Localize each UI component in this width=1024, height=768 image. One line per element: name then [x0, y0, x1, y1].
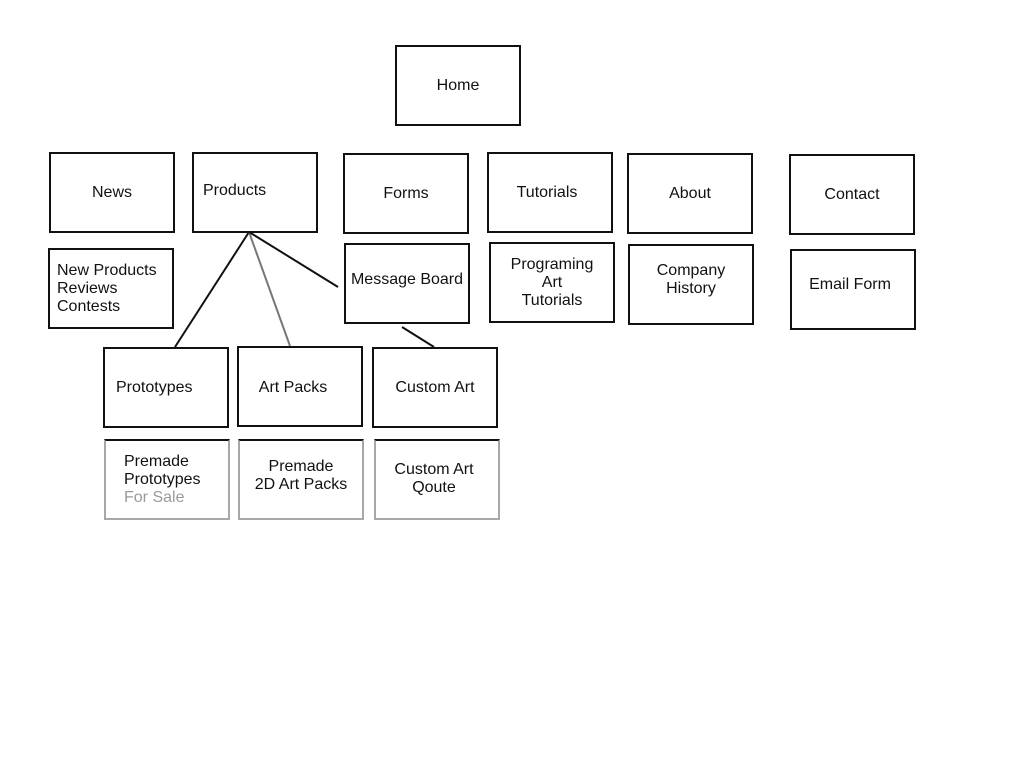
about-detail-box: Company History — [628, 244, 754, 325]
art-packs-detail-line: 2D Art Packs — [254, 476, 348, 493]
art-packs-detail-box: Premade 2D Art Packs — [238, 439, 364, 520]
about-box: About — [627, 153, 753, 234]
prototypes-detail-line-faded: For Sale — [124, 489, 185, 506]
custom-art-detail-box: Custom Art Qoute — [374, 439, 500, 520]
news-detail-line: Reviews — [57, 279, 118, 297]
about-detail-line: History — [666, 280, 716, 297]
home-label: Home — [436, 76, 480, 94]
contact-label: Contact — [824, 185, 880, 203]
art-packs-detail-line: Premade — [268, 458, 334, 475]
prototypes-box: Prototypes — [103, 347, 229, 428]
art-packs-label: Art Packs — [258, 379, 328, 396]
connector-products-message-board — [248, 231, 339, 288]
tutorials-detail-box: Programing Art Tutorials — [489, 242, 615, 323]
about-detail-line: Company — [656, 262, 726, 279]
prototypes-detail-line: Prototypes — [124, 471, 201, 488]
connector-products-prototypes — [174, 231, 250, 348]
custom-art-detail-line: Custom Art — [394, 461, 474, 478]
tutorials-label: Tutorials — [516, 183, 578, 201]
contact-box: Contact — [789, 154, 915, 235]
news-label: News — [91, 183, 132, 201]
forms-label: Forms — [383, 184, 429, 202]
custom-art-detail-line: Qoute — [412, 479, 456, 496]
news-detail-line: Contests — [57, 297, 121, 315]
prototypes-detail-line: Premade — [124, 453, 189, 470]
message-board-box: Message Board — [344, 243, 470, 324]
tutorials-box: Tutorials — [487, 152, 613, 233]
prototypes-label: Prototypes — [116, 378, 193, 396]
products-label: Products — [203, 182, 267, 199]
custom-art-detail-lines: Custom Art Qoute — [394, 461, 473, 497]
news-detail-lines: New Products Reviews Contests — [57, 262, 157, 316]
products-box: Products — [192, 152, 318, 233]
custom-art-label: Custom Art — [395, 378, 475, 396]
about-label: About — [669, 184, 711, 202]
tutorials-detail-line: Programing — [510, 255, 594, 273]
connector-message-board-custom-art — [401, 326, 435, 348]
message-board-label: Message Board — [350, 271, 464, 288]
tutorials-detail-line: Art — [541, 273, 563, 291]
art-packs-box: Art Packs — [237, 346, 363, 427]
prototypes-detail-box: Premade Prototypes For Sale — [104, 439, 230, 520]
connector-products-art-packs — [248, 231, 291, 347]
tutorials-detail-line: Tutorials — [521, 291, 583, 309]
art-packs-detail-lines: Premade 2D Art Packs — [255, 458, 347, 494]
news-box: News — [49, 152, 175, 233]
home-box: Home — [395, 45, 521, 126]
forms-box: Forms — [343, 153, 469, 234]
news-detail-box: New Products Reviews Contests — [48, 248, 174, 329]
email-form-label: Email Form — [809, 276, 891, 293]
prototypes-detail-lines: Premade Prototypes For Sale — [124, 453, 200, 507]
news-detail-line: New Products — [57, 261, 157, 279]
tutorials-detail-lines: Programing Art Tutorials — [511, 256, 594, 310]
about-detail-lines: Company History — [657, 262, 725, 298]
custom-art-box: Custom Art — [372, 347, 498, 428]
email-form-box: Email Form — [790, 249, 916, 330]
